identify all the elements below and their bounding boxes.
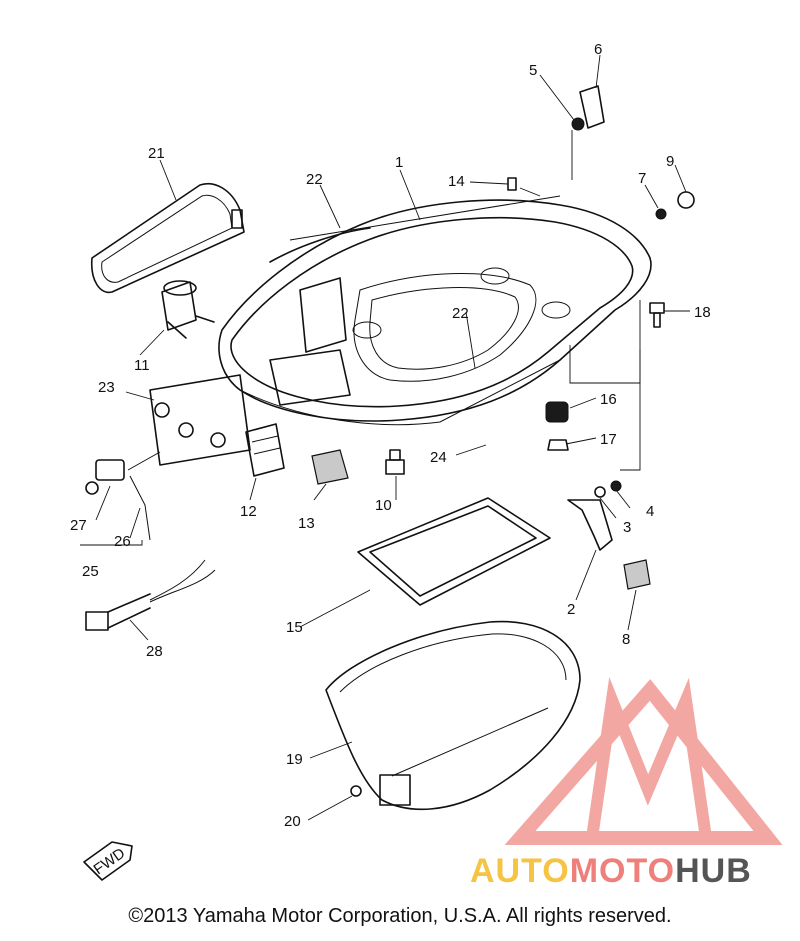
callout-label: 5 [529,62,537,79]
callout-label: 8 [622,631,630,648]
watermark-moto: MOTO [569,852,676,890]
callout-label: 17 [600,431,617,448]
bottom-cowling [218,195,652,426]
seal-ring [357,497,551,606]
callout-label: 12 [240,503,257,520]
switch-assembly [85,451,161,541]
plug [385,449,405,475]
fwd-arrow-icon: FWD [83,841,133,881]
callout-label: 2 [567,601,575,618]
cap [311,449,349,485]
callout-label: 16 [600,391,617,408]
callout-label: 3 [623,519,631,536]
callout-label: 15 [286,619,303,636]
callout-label: 22 [452,305,469,322]
small-screw [350,785,362,797]
callout-label: 24 [430,449,447,466]
sensor [85,559,216,631]
bolt [649,302,665,328]
gasket-plate [149,374,251,466]
callout-label: 7 [638,170,646,187]
callout-label: 25 [82,563,99,580]
callout-label: 22 [306,171,323,188]
callout-label: 6 [594,41,602,58]
callout-label: 14 [448,173,465,190]
callout-label: 18 [694,304,711,321]
rubber-mount [545,401,569,451]
washer [655,208,667,220]
callout-label: 26 [114,533,131,550]
callout-label: 19 [286,751,303,768]
copyright-notice: ©2013 Yamaha Motor Corporation, U.S.A. A… [128,905,672,927]
watermark-auto: AUTO [470,852,570,890]
bracket [567,480,651,590]
automotohub-logo-icon [504,677,783,845]
callout-label: 10 [375,497,392,514]
screw [507,177,517,191]
side-cover [90,183,245,294]
callout-label: 13 [298,515,315,532]
automotohub-watermark: AUTOMOTOHUB [470,852,752,891]
callout-label: 23 [98,379,115,396]
callout-label: 4 [646,503,654,520]
callout-label: 20 [284,813,301,830]
grommet [245,423,285,477]
callout-label: 28 [146,643,163,660]
fwd-label: FWD [91,845,129,879]
leader-lines [80,54,690,821]
seal-strip [269,227,371,263]
lower-cover [325,620,581,811]
nut [677,191,695,209]
callout-label: 11 [134,357,150,374]
clip [571,85,605,131]
callout-labels: 1 2 3 4 5 6 7 8 9 10 11 12 13 14 15 16 1… [70,41,711,830]
callout-label: 1 [395,154,403,171]
callout-label: 27 [70,517,87,534]
callout-label: 9 [666,153,674,170]
lever [161,280,215,339]
callout-label: 21 [148,145,165,162]
watermark-hub: HUB [675,852,752,890]
